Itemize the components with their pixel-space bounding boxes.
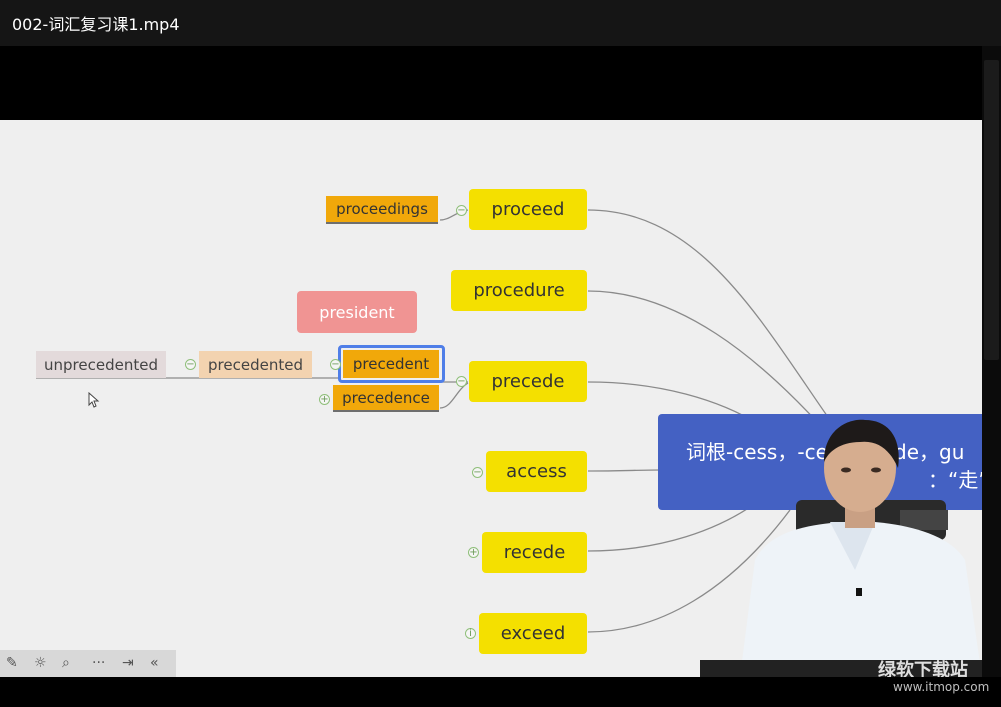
collapse-toggle-proceed[interactable]: − [456,205,467,216]
expand-toggle-precedence[interactable]: + [319,394,330,405]
link-procedure [587,290,821,426]
collapse-panel-icon[interactable]: « [150,655,159,671]
bulb-icon[interactable]: ☼ [34,655,47,671]
node-precedence[interactable]: precedence [333,385,439,412]
node-recede[interactable]: recede [482,532,587,573]
window-title: 002-词汇复习课1.mp4 [12,15,180,34]
more-icon[interactable]: ··· [92,655,106,671]
node-unprecedented[interactable]: unprecedented [36,351,166,378]
title-bar: 002-词汇复习课1.mp4 [0,0,1001,46]
collapse-toggle-precedent[interactable]: − [330,359,341,370]
zoom-icon[interactable]: ⌕ [62,655,70,671]
subtitle-line-1-tail: de，gu [894,440,965,464]
expand-toggle-recede[interactable]: + [468,547,479,558]
presenter-video-overlay [700,419,982,677]
info-toggle-exceed[interactable]: i [465,628,476,639]
video-letterbox-bottom [0,677,1001,707]
video-letterbox-top [0,46,982,120]
mouse-cursor-icon [88,392,100,408]
subtitle-panel: 词根-cess，-ce de，gu ：“走” [658,414,982,510]
scrollbar-thumb[interactable] [984,60,999,360]
subtitle-line-2: ：“走” [928,468,982,492]
pen-icon[interactable]: ✎ [6,655,18,671]
watermark-logo: 绿软下载站 [878,660,968,677]
link-recede [587,499,761,552]
mindmap-canvas: proceed procedure precede access recede … [0,120,982,677]
node-proceed[interactable]: proceed [469,189,587,230]
node-precede[interactable]: precede [469,361,587,402]
node-precedent[interactable]: precedent [343,350,439,378]
collapse-toggle-access[interactable]: − [472,467,483,478]
node-president[interactable]: president [297,291,417,333]
export-icon[interactable]: ⇥ [122,655,134,671]
node-proceedings[interactable]: proceedings [326,196,438,224]
link-exceed [587,509,791,633]
node-precedented[interactable]: precedented [199,351,312,378]
subtitle-line-1: 词根-cess，-ce [686,440,828,464]
node-access[interactable]: access [486,451,587,492]
watermark-url: www.itmop.com [893,680,990,694]
bottom-toolbar: ✎ ☼ ⌕ ··· ⇥ « [0,650,176,677]
collapse-toggle-precedented[interactable]: − [185,359,196,370]
node-procedure[interactable]: procedure [451,270,587,311]
link-access [587,469,661,472]
node-exceed[interactable]: exceed [479,613,587,654]
collapse-toggle-precede[interactable]: − [456,376,467,387]
link-proceed [587,209,831,421]
